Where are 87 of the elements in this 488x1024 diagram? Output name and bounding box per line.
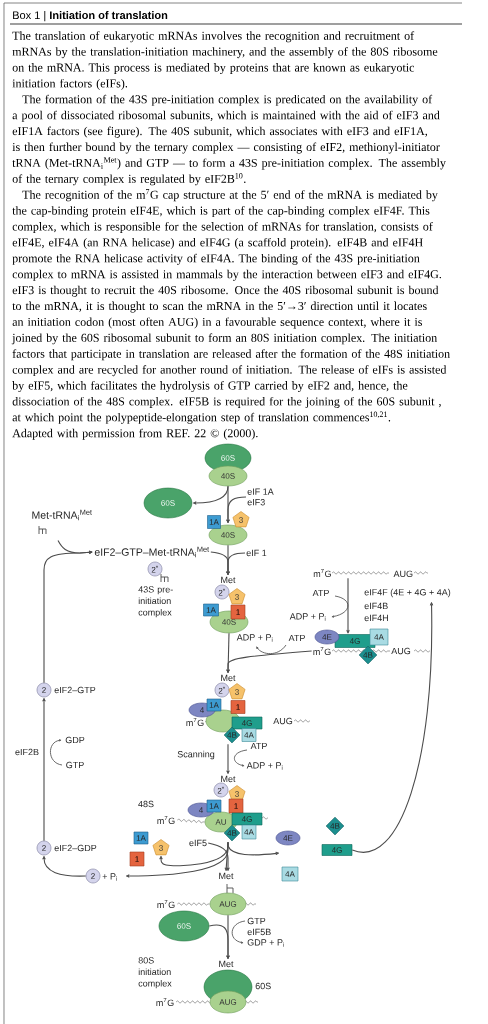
factor-label: m$^{7}$G bbox=[157, 900, 175, 909]
node-label: 60S bbox=[255, 982, 271, 990]
body-paragraph: The formation of the 43S pre-initiation complex is predicated on the availability of a pool of dissociated ribosomal subunits, which is maintained with the aid of eIF3 and eIF1A factors (see figure). The 40S subunit, which associates with eIF3 and eIF1A, is then further bound by the ternary complex — consisting of eIF2, methionyl-initiator tRNA (Met-tRNA$_{i}$$^{Met}$) and GTP — to form a 43S pre-initiation complex. The assembly of the ternary complex is regulated by eIF2B$^{10}$. bbox=[12, 94, 446, 186]
factor-label: m$^{7}$G bbox=[157, 816, 175, 825]
factor-square: 1A bbox=[207, 515, 221, 529]
ribosome-subunit: 40S bbox=[208, 524, 248, 546]
molecule-label: AUG bbox=[273, 717, 293, 725]
complex-label: + P$_{i}$ bbox=[102, 873, 117, 881]
arrow bbox=[207, 842, 230, 872]
molecule-label: ATP bbox=[250, 742, 267, 750]
factor-label: Met bbox=[221, 775, 236, 783]
factor-square: 4A bbox=[281, 866, 299, 882]
molecule-label: AUG bbox=[391, 647, 411, 655]
ribosome-subunit: 60S bbox=[158, 910, 210, 942]
factor-oval: 4E bbox=[275, 830, 301, 846]
mrna-strand bbox=[177, 902, 210, 906]
factor-square: 1 bbox=[230, 700, 246, 714]
factor-square: 4G bbox=[231, 716, 263, 730]
factor-label: eIF5 bbox=[189, 839, 207, 847]
factor-label: Met bbox=[221, 674, 236, 682]
factor-square: 4G bbox=[321, 844, 353, 856]
factor-label: m$^{7}$G bbox=[313, 647, 331, 656]
box-title: Box 1 | Initiation of translation bbox=[13, 11, 168, 22]
complex-label: eIF2–GDP bbox=[54, 844, 97, 852]
factor-square: 1 bbox=[230, 604, 246, 620]
factor-pentagon: 3 bbox=[228, 683, 246, 700]
factor-label: eIF4F (4E + 4G + 4A) bbox=[364, 588, 451, 598]
factor-pentagon: 3 bbox=[152, 839, 170, 856]
molecule-label: eIF4B bbox=[364, 602, 388, 610]
molecule-label: GTP bbox=[66, 761, 84, 769]
molecule-label: ATP bbox=[312, 589, 329, 597]
ribosome-subunit: 60S bbox=[143, 487, 193, 519]
factor-square: 4A bbox=[241, 728, 257, 742]
ribosome-subunit: 40S bbox=[208, 465, 248, 487]
molecule-label: ATP bbox=[288, 634, 305, 642]
complex-label: eIF2–GTP bbox=[54, 686, 96, 694]
arrow bbox=[226, 496, 247, 524]
arrow bbox=[346, 577, 350, 634]
arrow bbox=[227, 841, 280, 856]
molecule-label: eIF2B bbox=[15, 748, 39, 756]
complex-label: 80S initiation complex bbox=[138, 957, 172, 989]
complex-label: 48S bbox=[138, 800, 154, 808]
factor-label: Met bbox=[219, 872, 234, 880]
arrow bbox=[226, 552, 246, 576]
ribosome-subunit: AUG bbox=[209, 892, 247, 916]
factor-square: 1 bbox=[228, 798, 244, 814]
arrow bbox=[226, 743, 230, 775]
body-paragraph: Adapted with permission from REF. 22 © (2000). bbox=[12, 428, 258, 440]
body-paragraph: The recognition of the m$^{7}$G cap structure at the 5′ end of the mRNA is mediated by the cap-binding protein eIF4E, which is part of the cap-binding complex eIF4F. This complex, which is responsible for the selection of mRNAs for translation, consists of eIF4E, eIF4A (an RNA helicase) and eIF4G (a scaffold protein). eIF4B and eIF4H promote the RNA helicase activity of eIF4A. The binding of the 43S pre-initiation complex to mRNA is assisted in mammals by the interaction between eIF3 and eIF4G. eIF3 is thought to recruit the 40S ribosome. Once the 40S ribosomal subunit is bound to the mRNA, it is thought to scan the mRNA in the 5′→3′ direction until it locates an initiation codon (most often AUG) in a favourable sequence context, where it is joined by the 60S ribosomal subunit to form an 80S initiation complex. The initiation factors that participate in translation are released after the formation of the 48S initiation complex and are recycled for another round of initiation. The release of eIFs is assisted by eIF5, which facilitates the hydrolysis of GTP carried by eIF2 and, hence, the dissociation of the 48S complex. eIF5B is required for the joining of the 60S subunit , at which point the polypeptide-elongation step of translation commences$^{10,21}$. bbox=[11, 189, 450, 424]
arrow bbox=[192, 485, 229, 505]
factor-square: 1A bbox=[203, 603, 219, 617]
factor-label: eIF 1 bbox=[246, 549, 267, 557]
factor-pentagon: 3 bbox=[228, 588, 246, 605]
body-paragraph: The translation of eukaryotic mRNAs involves the recognition and recruitment of mRNAs by the translation-initiation machinery, and the assembly of the 80S ribosome on the mRNA. This process is mediated by proteins that are known as eukaryotic initiation factors (eIFs). bbox=[12, 31, 438, 90]
molecule-label: eIF4H bbox=[364, 614, 388, 622]
arrow bbox=[208, 924, 230, 960]
molecule-label: ADP + P$_{i}$ bbox=[246, 762, 283, 770]
factor-square: 1 bbox=[129, 851, 145, 867]
complex-label: m$^{7}$G bbox=[186, 718, 204, 727]
molecule-label: eIF5B bbox=[247, 928, 271, 936]
molecule-label: GDP + P$_{i}$ bbox=[247, 939, 284, 947]
factor-label: eIF 1A eIF3 bbox=[247, 488, 274, 506]
factor-oval: 4E bbox=[314, 629, 340, 645]
factor-label: Met bbox=[219, 960, 234, 968]
factor-square: 1A bbox=[206, 698, 222, 712]
step-label: Scanning bbox=[177, 750, 215, 760]
mrna-label: m$^{7}$G AUG bbox=[313, 569, 413, 578]
factor-square: 4A bbox=[241, 824, 257, 840]
molecule-label: ADP + P$_{i}$ bbox=[289, 613, 326, 621]
ribosome-subunit: AUG bbox=[209, 990, 247, 1014]
complex-label: 43S pre-initiation complex bbox=[138, 586, 173, 618]
factor-square: 4A bbox=[369, 628, 389, 646]
factor-square: 1A bbox=[133, 831, 149, 845]
complex-label: m$^{7}$G bbox=[156, 998, 174, 1007]
molecule-label: GTP bbox=[247, 917, 266, 925]
arrow bbox=[43, 550, 93, 684]
arrow bbox=[42, 855, 87, 877]
molecule-label: ADP + P$_{i}$ bbox=[236, 634, 273, 642]
mrna-strand bbox=[177, 818, 205, 824]
arrow bbox=[351, 602, 434, 853]
factor-square: 4G bbox=[231, 812, 263, 826]
arrow bbox=[42, 697, 46, 842]
arrow bbox=[226, 650, 313, 674]
factor-label: Met bbox=[221, 576, 236, 584]
molecule-label: GDP bbox=[65, 736, 85, 744]
factor-pentagon: 3 bbox=[232, 511, 250, 528]
factor-square: 1A bbox=[206, 799, 222, 813]
